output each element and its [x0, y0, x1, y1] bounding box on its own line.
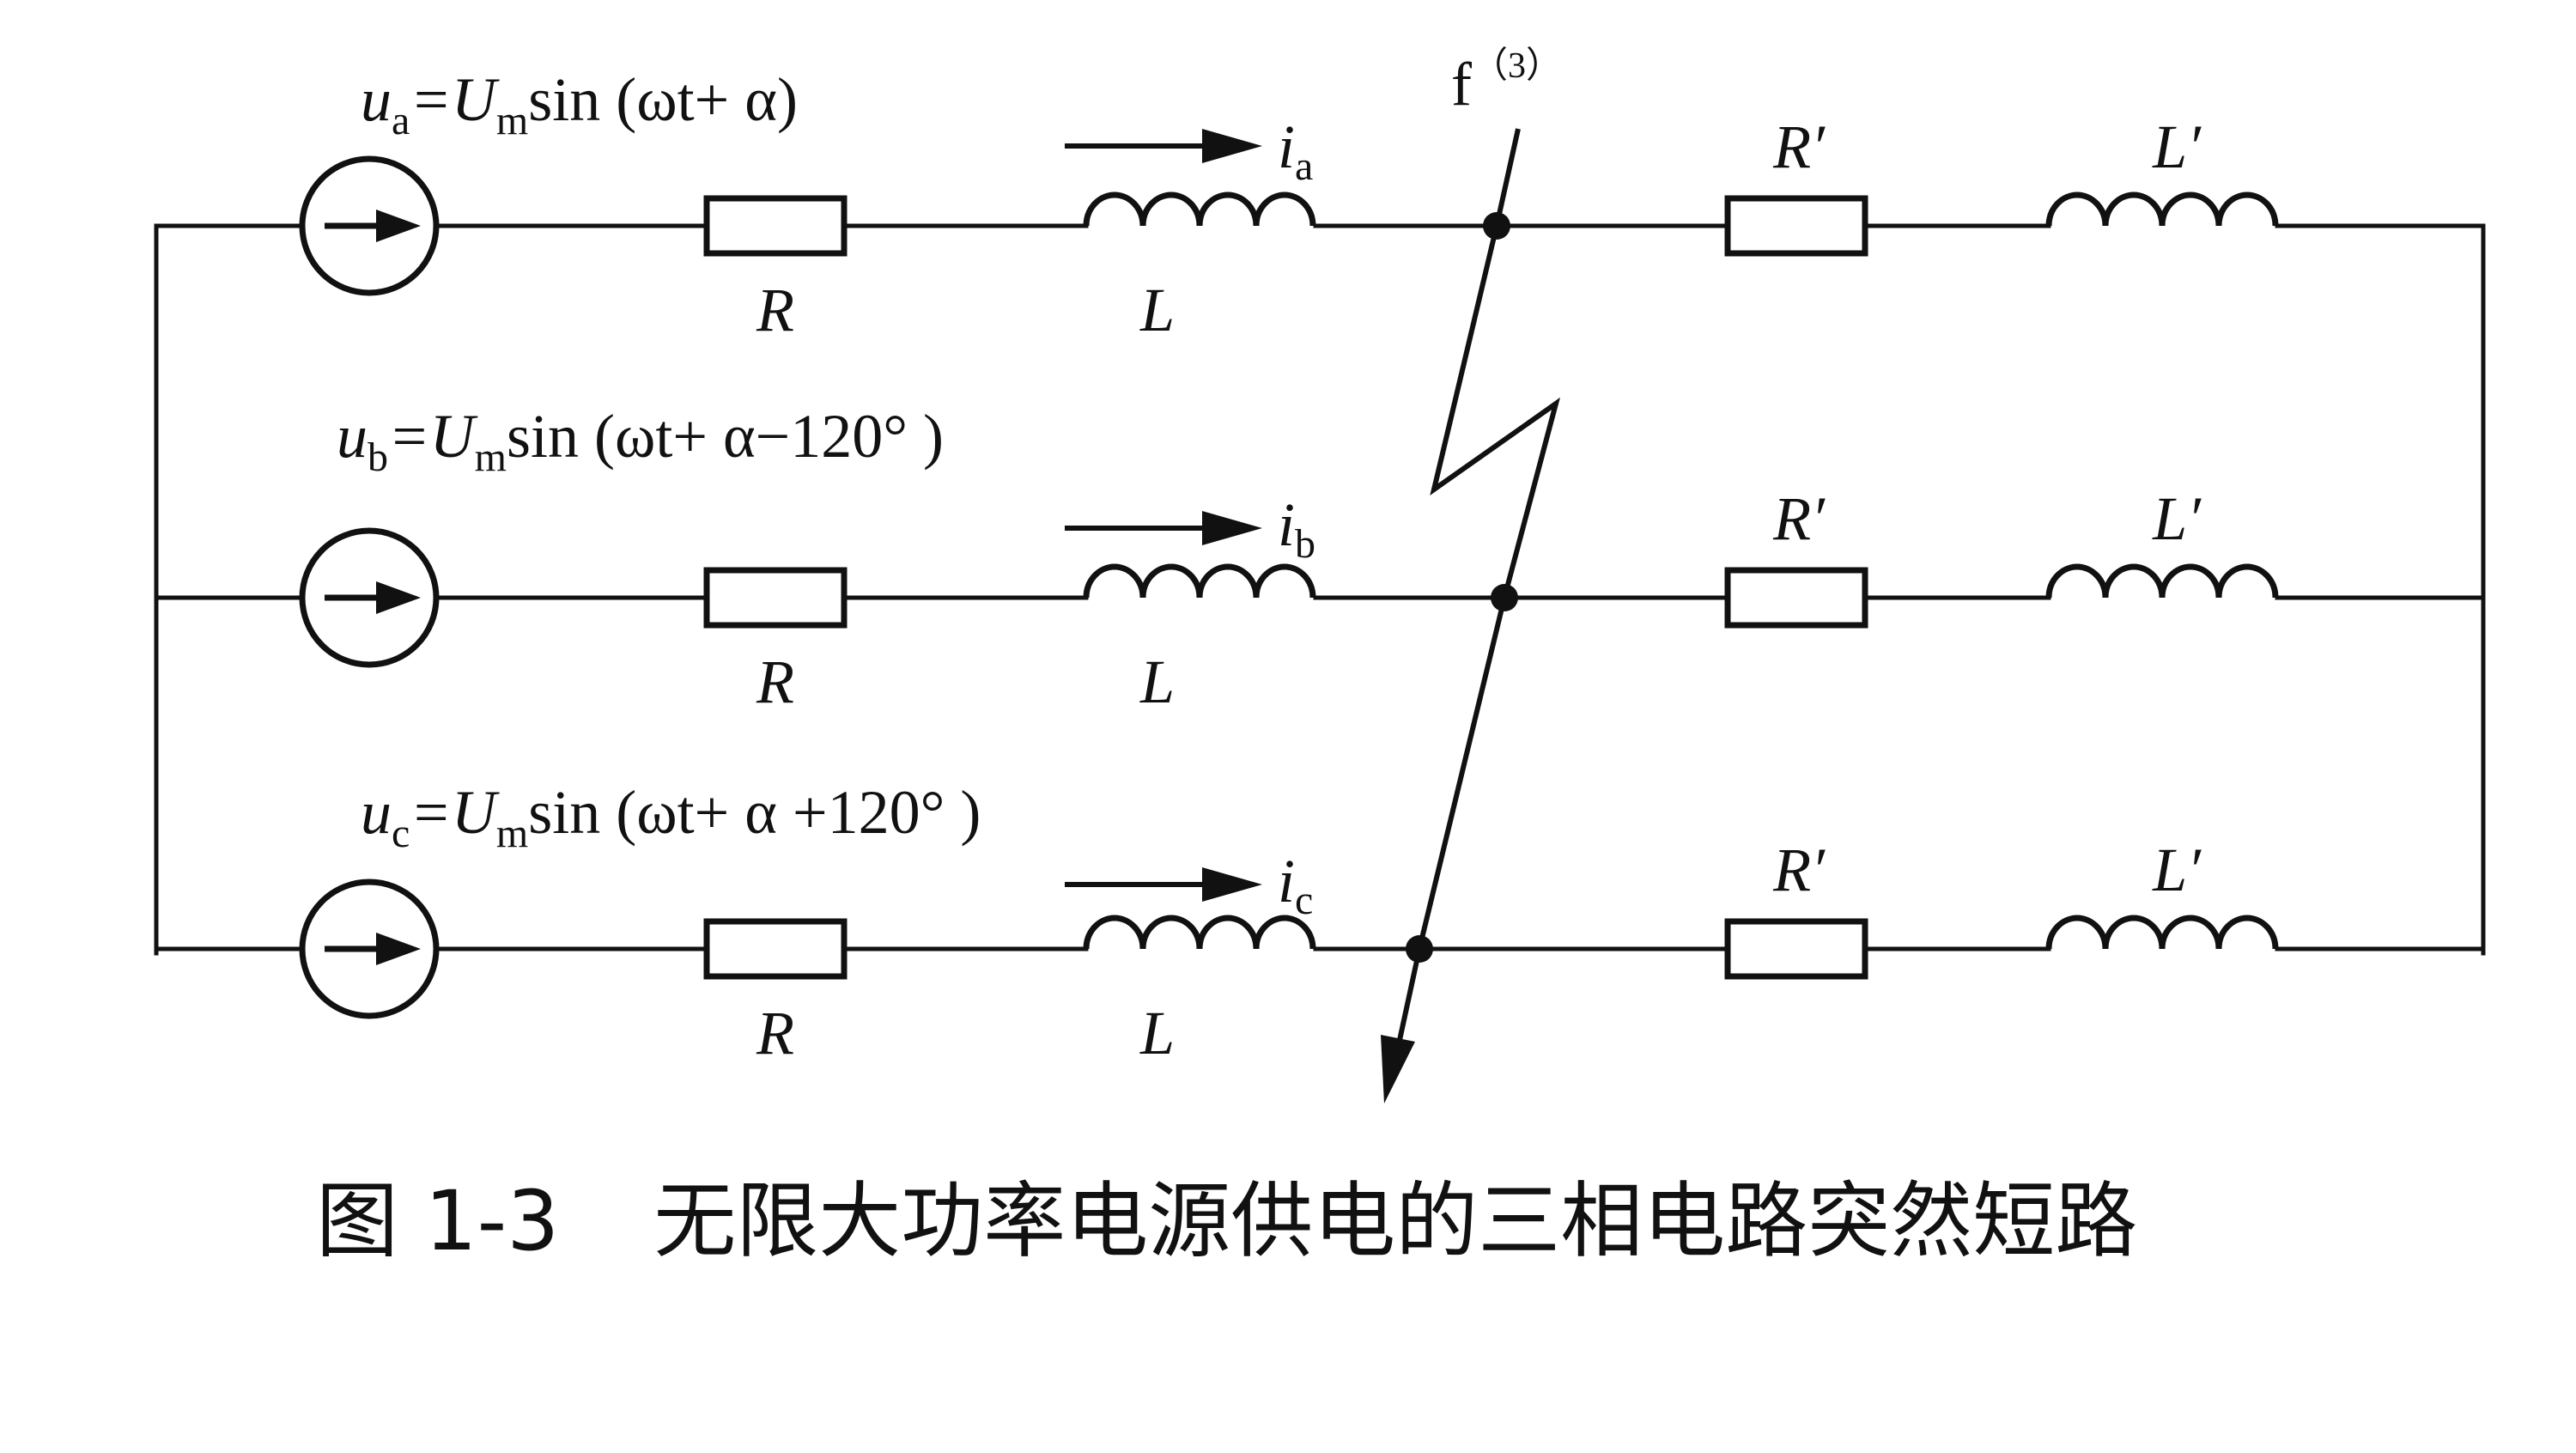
label-l-a: L [1139, 276, 1175, 344]
label-r-c: R [756, 999, 794, 1067]
label-l-c: L [1139, 999, 1175, 1067]
voltage-source-c [299, 878, 440, 1019]
resistor-r-prime-c [1724, 918, 1868, 980]
label-r-prime-c: R′ [1772, 836, 1826, 904]
source-c-expression: uc=Umsin (ωt+ α +120° ) [361, 778, 981, 856]
resistor-r-a [703, 195, 848, 257]
current-arrowhead-c [1202, 867, 1262, 902]
figure-title: 无限大功率电源供电的三相电路突然短路 [653, 1173, 2137, 1269]
phase-a-branch [154, 129, 2486, 296]
phase-c-branch [154, 867, 2486, 1019]
current-arrowhead-a [1202, 129, 1262, 163]
inductor-l-a [1083, 192, 1316, 227]
inductor-l-c [1083, 915, 1316, 950]
resistor-r-c [703, 918, 848, 980]
figure-caption: 图 1-3 无限大功率电源供电的三相电路突然短路 [316, 1173, 2137, 1269]
label-r-b: R [756, 647, 794, 716]
fault-lightning-line [1394, 128, 1561, 1053]
current-label-a: ia [1278, 112, 1313, 189]
voltage-source-a [299, 155, 440, 296]
label-l-prime-a: L′ [2152, 112, 2202, 181]
inductor-l-b [1083, 563, 1316, 599]
current-label-b: ib [1278, 490, 1315, 567]
fault-label: f（3） [1451, 46, 1562, 119]
label-l-b: L [1139, 647, 1175, 716]
resistor-r-b [703, 567, 848, 629]
inductor-l-prime-c [2045, 915, 2279, 950]
voltage-source-b [299, 527, 440, 668]
label-r-prime-a: R′ [1772, 112, 1826, 181]
label-l-prime-c: L′ [2152, 836, 2202, 904]
label-l-prime-b: L′ [2152, 484, 2202, 553]
resistor-r-prime-a [1724, 195, 1868, 257]
resistor-r-prime-b [1724, 567, 1868, 629]
phase-b-branch [154, 511, 2486, 668]
fault-arrowhead [1381, 1035, 1415, 1103]
current-arrowhead-b [1202, 511, 1262, 545]
current-label-c: ic [1278, 847, 1313, 923]
inductor-l-prime-b [2045, 563, 2279, 599]
label-r-prime-b: R′ [1772, 484, 1826, 553]
source-a-expression: ua=Umsin (ωt+ α) [361, 65, 798, 143]
figure-number: 图 1-3 [316, 1173, 559, 1269]
label-r-a: R [756, 276, 794, 344]
source-b-expression: ub=Umsin (ωt+ α−120° ) [337, 402, 944, 480]
inductor-l-prime-a [2045, 192, 2279, 227]
